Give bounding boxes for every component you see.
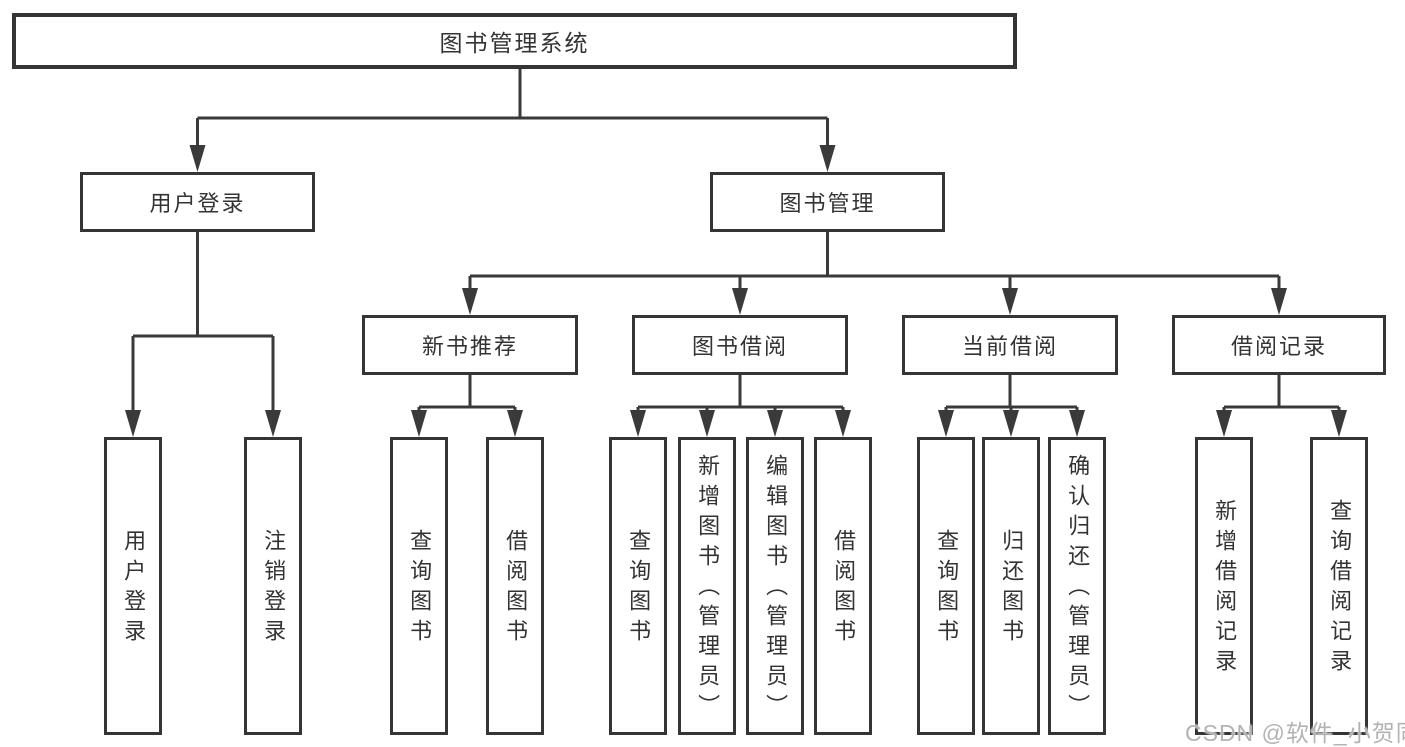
leaf-user-login: 用户登录 — [104, 437, 162, 735]
node-book-borrowing: 图书借阅 — [632, 315, 848, 375]
node-current-borrowing: 当前借阅 — [902, 315, 1118, 375]
leaf-return-book: 归还图书 — [982, 437, 1040, 735]
leaf-logout: 注销登录 — [244, 437, 302, 735]
node-new-book-recommend: 新书推荐 — [362, 315, 578, 375]
connector-book-mgmt-children — [462, 232, 1287, 315]
leaf-borrow-book-recommend: 借阅图书 — [486, 437, 544, 735]
leaf-query-borrow-record: 查询借阅记录 — [1310, 437, 1368, 735]
node-user-login: 用户登录 — [80, 172, 315, 232]
connector-book-borrow-children — [630, 375, 851, 437]
leaf-query-book-recommend: 查询图书 — [390, 437, 448, 735]
connector-new-book-children — [411, 375, 523, 437]
node-book-management: 图书管理 — [710, 172, 945, 232]
leaf-borrow-book: 借阅图书 — [814, 437, 872, 735]
node-borrowing-records: 借阅记录 — [1172, 315, 1386, 375]
leaf-confirm-return-admin: 确认归还（管理员） — [1048, 437, 1106, 735]
connector-root-to-level2 — [189, 69, 836, 172]
node-system-root: 图书管理系统 — [12, 13, 1017, 69]
connector-user-login-children — [125, 232, 281, 437]
leaf-add-book-admin: 新增图书（管理员） — [678, 437, 736, 735]
watermark: CSDN @软件_小贺同学 — [1185, 720, 1405, 746]
connector-current-borrow-children — [938, 375, 1085, 437]
leaf-add-borrow-record: 新增借阅记录 — [1195, 437, 1253, 735]
leaf-query-book-borrow: 查询图书 — [609, 437, 667, 735]
leaf-query-book-current: 查询图书 — [917, 437, 975, 735]
leaf-edit-book-admin: 编辑图书（管理员） — [746, 437, 804, 735]
connector-borrow-record-children — [1216, 375, 1347, 437]
